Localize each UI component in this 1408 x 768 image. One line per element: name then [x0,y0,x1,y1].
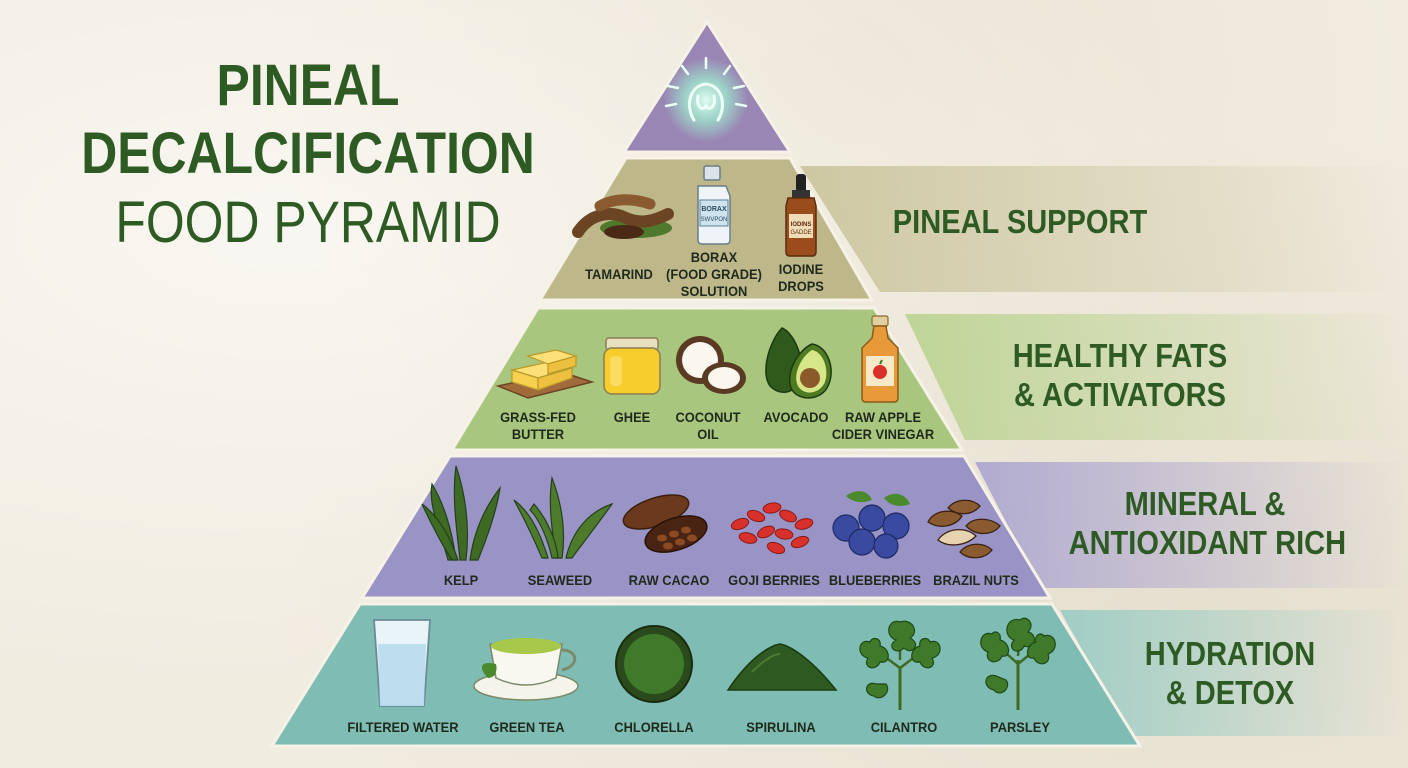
avocado-icon [765,327,832,399]
item-avocado: AVOCADO [759,409,833,426]
item-brazil-nuts-line-1: BRAZIL NUTS [933,572,1019,588]
label-mineral-line-2: ANTIOXIDANT RICH [1068,524,1347,561]
item-water-line-1: FILTERED WATER [347,719,459,735]
band-support [800,166,1408,292]
item-iodine-line-2: DROPS [778,278,824,294]
borax-bottle-icon: BORAX SWVPON [697,165,731,245]
item-seaweed-line-1: SEAWEED [527,572,593,588]
item-coconut: COCONUT OIL [671,409,745,443]
item-vinegar-line-2: CIDER VINEGAR [831,426,935,442]
item-avocado-line-1: AVOCADO [763,409,829,425]
item-cacao-line-1: RAW CACAO [628,572,710,588]
tamarind-icon [572,194,674,239]
item-ghee: GHEE [600,409,664,426]
blueberries-icon [832,491,910,559]
goji-berries-icon [730,502,814,555]
item-green-tea-line-1: GREEN TEA [489,719,565,735]
item-spirulina: SPIRULINA [735,719,827,736]
item-parsley: PARSLEY [974,719,1066,736]
item-tamarind-line-1: TAMARIND [585,266,653,282]
item-coconut-line-1: COCONUT [675,409,741,425]
cilantro-icon [859,620,941,710]
kelp-icon [421,465,501,561]
band-mineral [975,462,1408,588]
item-seaweed: SEAWEED [523,572,597,589]
item-tamarind: TAMARIND [578,266,661,283]
coconut-icon [676,336,746,394]
label-healthy-fats-line-2: & ACTIVATORS [1014,376,1226,413]
label-mineral: MINERAL & ANTIOXIDANT RICH [1068,484,1347,562]
item-green-tea: GREEN TEA [481,719,573,736]
label-hydration: HYDRATION & DETOX [1098,634,1362,712]
borax-bottle-text-2: SWVPON [701,217,728,223]
item-brazil-nuts: BRAZIL NUTS [928,572,1024,589]
item-ghee-line-1: GHEE [613,409,651,425]
item-water: FILTERED WATER [343,719,463,736]
iodine-bottle-text-2: GADDE [790,230,811,236]
item-kelp-line-1: KELP [443,572,479,588]
item-borax-line-1: BORAX [690,249,738,265]
title-line-2: DECALCIFICATION [81,121,535,186]
parsley-icon [980,617,1056,710]
band-fats [905,314,1408,440]
chlorella-bowl-icon [615,625,693,703]
water-glass-icon [373,619,431,707]
item-goji: GOJI BERRIES [726,572,822,589]
item-cilantro-line-1: CILANTRO [870,719,938,735]
label-healthy-fats: HEALTHY FATS & ACTIVATORS [988,336,1252,414]
item-spirulina-line-1: SPIRULINA [746,719,816,735]
item-borax-line-3: SOLUTION [680,283,748,299]
page-title: PINEAL DECALCIFICATION FOOD PYRAMID [38,52,578,258]
green-tea-cup-icon [473,638,579,701]
item-vinegar-line-1: RAW APPLE [844,409,922,425]
band-hydration [1060,610,1408,736]
title-line-1: PINEAL [216,53,400,118]
item-parsley-line-1: PARSLEY [990,719,1050,735]
item-cacao: RAW CACAO [623,572,715,589]
label-mineral-line-1: MINERAL & [1124,485,1286,522]
title-line-3: FOOD PYRAMID [115,190,501,255]
item-butter-line-1: GRASS-FED [500,409,576,425]
item-chlorella-line-1: CHLORELLA [614,719,694,735]
item-borax: BORAX (FOOD GRADE) SOLUTION [663,249,764,300]
item-kelp: KELP [433,572,488,589]
cacao-pod-icon [622,494,708,553]
label-healthy-fats-line-1: HEALTHY FATS [1012,337,1228,374]
item-iodine-line-1: IODINE [778,261,824,277]
glowing-pineal-icon [664,56,748,142]
item-coconut-line-2: OIL [697,426,719,442]
label-hydration-line-1: HYDRATION [1144,635,1316,672]
item-butter-line-2: BUTTER [511,426,565,442]
seaweed-icon [513,475,614,559]
item-chlorella: CHLORELLA [608,719,700,736]
label-pineal-support: PINEAL SUPPORT [892,203,1148,240]
butter-icon [495,349,595,399]
item-borax-line-2: (FOOD GRADE) [666,266,762,282]
borax-bottle-text-1: BORAX [701,206,727,213]
item-vinegar: RAW APPLE CIDER VINEGAR [828,409,938,443]
item-blueberries: BLUEBERRIES [827,572,923,589]
item-cilantro: CILANTRO [858,719,950,736]
iodine-dropper-icon: IODINS GADDE [785,174,817,257]
label-hydration-line-2: & DETOX [1165,674,1295,711]
item-goji-line-1: GOJI BERRIES [728,572,820,588]
item-butter: GRASS-FED BUTTER [497,409,580,443]
item-blueberries-line-1: BLUEBERRIES [828,572,922,588]
ghee-jar-icon [603,337,661,395]
iodine-bottle-text-1: IODINS [791,222,812,228]
vinegar-bottle-icon [861,315,899,403]
brazil-nuts-icon [927,499,1001,559]
item-iodine: IODINE DROPS [769,261,833,295]
spirulina-powder-icon [726,643,838,691]
